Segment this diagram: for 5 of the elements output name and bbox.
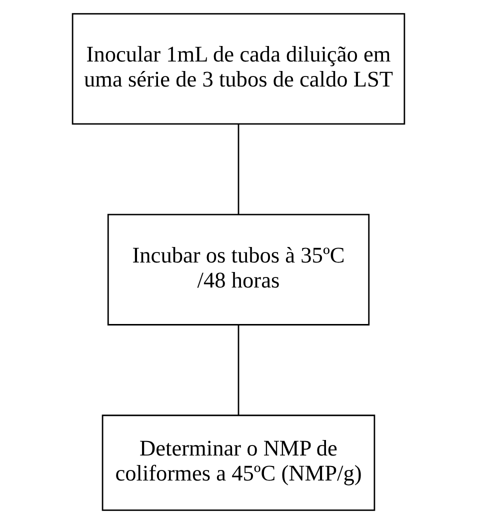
connector — [238, 124, 240, 214]
connector — [238, 325, 240, 415]
node-box: Inocular 1mL de cada diluição em uma série de 3 tubos de caldo LST — [72, 13, 406, 125]
node-box: Determinar o NMP de coliformes a 45ºC (NMP/g) — [102, 414, 376, 511]
node-box: Incubar os tubos à 35ºC /48 horas — [107, 214, 370, 326]
